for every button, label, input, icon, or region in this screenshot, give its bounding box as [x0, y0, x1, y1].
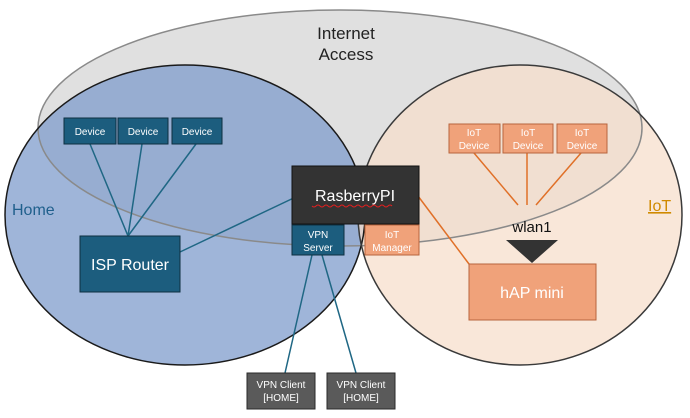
hap-mini-label: hAP mini [500, 285, 564, 302]
iot-manager-label-line1: IoT [385, 230, 399, 241]
vpn-client-label-line2: [HOME] [263, 393, 299, 404]
iot-label: IoT [648, 198, 671, 215]
hap-mini: hAP mini [468, 263, 597, 321]
iot-device-label-line1: IoT [575, 128, 589, 139]
home-device-label: Device [75, 127, 106, 138]
iot-device-3: IoT Device [556, 123, 608, 154]
vpn-server-label-line1: VPN [308, 230, 329, 241]
raspberry-pi: RasberryPI [291, 165, 420, 225]
vpn-client-1: VPN Client [HOME] [246, 372, 316, 410]
vpn-client-2: VPN Client [HOME] [326, 372, 396, 410]
iot-device-label-line1: IoT [521, 128, 535, 139]
iot-device-2: IoT Device [502, 123, 554, 154]
home-device-1: Device [63, 117, 117, 145]
iot-device-label-line2: Device [567, 141, 598, 152]
home-device-3: Device [171, 117, 223, 145]
internet-label-line2: Access [319, 45, 374, 64]
internet-label-line1: Internet [317, 24, 375, 43]
home-device-label: Device [128, 127, 159, 138]
vpn-server-label-line2: Server [303, 243, 333, 254]
vpn-client-label-line1: VPN Client [337, 380, 386, 391]
iot-links [417, 152, 582, 265]
spellcheck-underline [311, 204, 393, 208]
wlan-antenna-icon [506, 240, 558, 263]
home-links [89, 143, 357, 374]
iot-device-1: IoT Device [448, 123, 501, 154]
iot-device-label-line2: Device [513, 141, 544, 152]
vpn-client-label-line1: VPN Client [257, 380, 306, 391]
raspberry-pi-label: RasberryPI [315, 188, 395, 205]
iot-device-label-line1: IoT [467, 128, 481, 139]
vpn-server: VPN Server [291, 224, 345, 256]
iot-manager: IoT Manager [364, 224, 420, 256]
wlan-label: wlan1 [511, 219, 551, 236]
iot-device-label-line2: Device [459, 141, 490, 152]
isp-router: ISP Router [79, 235, 181, 293]
vpn-client-label-line2: [HOME] [343, 393, 379, 404]
home-device-label: Device [182, 127, 213, 138]
home-device-2: Device [117, 117, 169, 145]
isp-router-label: ISP Router [91, 257, 170, 274]
iot-manager-label-line2: Manager [372, 243, 412, 254]
home-label: Home [12, 202, 55, 219]
